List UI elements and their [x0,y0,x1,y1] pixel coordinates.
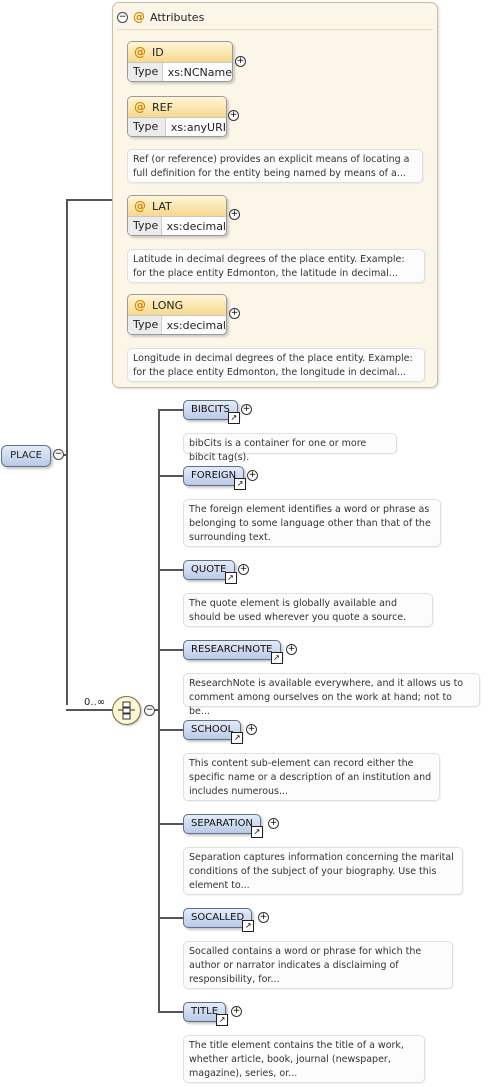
element-socalled-expand-plus-circle-icon[interactable]: + [258,912,269,923]
reference-arrow-icon: ↗ [234,478,247,490]
attribute-name: LAT [152,199,172,213]
attributes-divider [117,29,433,30]
element-foreign-expand-plus-circle-icon[interactable]: + [247,470,258,481]
element-foreign-description: The foreign element identifies a word or… [183,499,441,547]
attribute-type-key: Type [128,118,166,136]
attribute-ref-description: Ref (or reference) provides an explicit … [127,149,423,183]
element-bibcits-description: bibCits is a container for one or more b… [183,433,397,463]
element-label: SEPARATION [191,818,253,829]
connector-separation [158,823,183,825]
attributes-collapse-minus-circle-icon[interactable]: − [117,11,128,23]
connector-socalled [158,917,183,919]
element-label: SCHOOL [191,724,234,735]
element-separation-description: Separation captures information concerni… [183,847,463,895]
element-socalled-description: Socalled contains a word or phrase for w… [183,941,453,989]
element-bibcits-expand-plus-circle-icon[interactable]: + [241,404,252,415]
element-researchnote-expand-plus-circle-icon[interactable]: + [286,644,297,655]
sequence-collapse-minus-circle-icon[interactable]: − [144,705,155,716]
connector-researchnote [158,649,183,651]
element-title-expand-plus-circle-icon[interactable]: + [231,1006,242,1017]
reference-arrow-icon: ↗ [242,920,255,932]
connector-school [158,729,183,731]
attribute-lat[interactable]: @ LAT Type xs:decimal [127,195,227,236]
attribute-type-key: Type [128,316,162,334]
attribute-long[interactable]: @ LONG Type xs:decimal [127,294,227,335]
element-label: FOREIGN [191,470,237,481]
element-researchnote-description: ResearchNote is available everywhere, an… [183,673,480,717]
element-title[interactable]: TITLE ↗ [183,1002,229,1026]
at-sign-icon: @ [134,45,146,59]
element-school[interactable]: SCHOOL ↗ [183,720,244,744]
element-label: QUOTE [191,564,227,575]
connector-attributes-horizontal [66,199,112,201]
connector-foreign [158,475,183,477]
attribute-type-value: xs:anyURI [170,120,226,134]
element-separation[interactable]: SEPARATION ↗ [183,814,263,838]
connector-root-to-attributes-vertical [66,200,68,705]
element-foreign[interactable]: FOREIGN ↗ [183,466,247,490]
sequence-icon[interactable] [112,696,141,725]
reference-arrow-icon: ↗ [216,1014,229,1026]
connector-title [158,1011,183,1013]
element-title-description: The title element contains the title of … [183,1035,425,1083]
at-sign-icon: @ [134,298,146,312]
element-socalled[interactable]: SOCALLED ↗ [183,908,255,932]
attribute-name: REF [152,100,173,114]
attributes-header: − @ Attributes [117,9,204,25]
attribute-id[interactable]: @ ID Type xs:NCName [127,41,233,82]
at-sign-icon: @ [134,199,146,213]
attribute-ref[interactable]: @ REF Type xs:anyURI [127,96,227,137]
reference-arrow-icon: ↗ [270,652,283,664]
place-collapse-minus-circle-icon[interactable]: − [53,449,64,460]
element-label: BIBCITS [191,404,230,415]
element-researchnote[interactable]: RESEARCHNOTE ↗ [183,640,283,664]
place-element[interactable]: PLACE [1,445,51,467]
attribute-lat-description: Latitude in decimal degrees of the place… [127,249,425,283]
connector-sequence-horizontal [66,709,112,711]
attribute-id-expand-plus-circle-icon[interactable]: + [235,56,246,67]
place-element-label: PLACE [10,450,42,461]
attribute-lat-expand-plus-circle-icon[interactable]: + [229,209,240,220]
sequence-symbol [118,701,135,720]
element-school-expand-plus-circle-icon[interactable]: + [246,724,257,735]
reference-arrow-icon: ↗ [227,412,240,424]
at-sign-icon: @ [134,100,146,114]
attribute-name: LONG [152,298,184,312]
attribute-ref-expand-plus-circle-icon[interactable]: + [228,110,239,121]
element-label: TITLE [191,1006,219,1017]
attributes-group: − @ Attributes @ ID Type xs:NCName + @ REF … [112,2,438,388]
element-quote-expand-plus-circle-icon[interactable]: + [238,564,249,575]
sequence-cardinality: 0..∞ [84,697,106,708]
element-school-description: This content sub-element can record eith… [183,753,440,801]
attribute-type-value: xs:NCName [167,65,232,79]
attribute-long-expand-plus-circle-icon[interactable]: + [229,308,240,319]
element-label: SOCALLED [191,912,245,923]
attribute-type-value: xs:decimal [166,318,226,332]
element-separation-expand-plus-circle-icon[interactable]: + [268,818,279,829]
attribute-type-value: xs:decimal [166,219,226,233]
reference-arrow-icon: ↗ [224,572,237,584]
element-quote-description: The quote element is globally available … [183,593,433,627]
element-bibcits[interactable]: BIBCITS ↗ [183,400,240,424]
attribute-type-key: Type [128,217,162,235]
connector-sequence-out [155,709,159,711]
at-sign-icon: @ [133,10,145,24]
attribute-type-key: Type [128,63,163,81]
reference-arrow-icon: ↗ [250,826,263,838]
element-label: RESEARCHNOTE [191,644,273,655]
connector-place-horizontal [62,454,68,456]
connector-bibcits [158,409,183,411]
attributes-header-label: Attributes [150,10,205,24]
reference-arrow-icon: ↗ [231,732,244,744]
attribute-name: ID [152,45,164,59]
element-quote[interactable]: QUOTE ↗ [183,560,237,584]
attribute-long-description: Longitude in decimal degrees of the plac… [127,348,425,382]
connector-children-vertical [158,410,160,1012]
connector-quote [158,569,183,571]
